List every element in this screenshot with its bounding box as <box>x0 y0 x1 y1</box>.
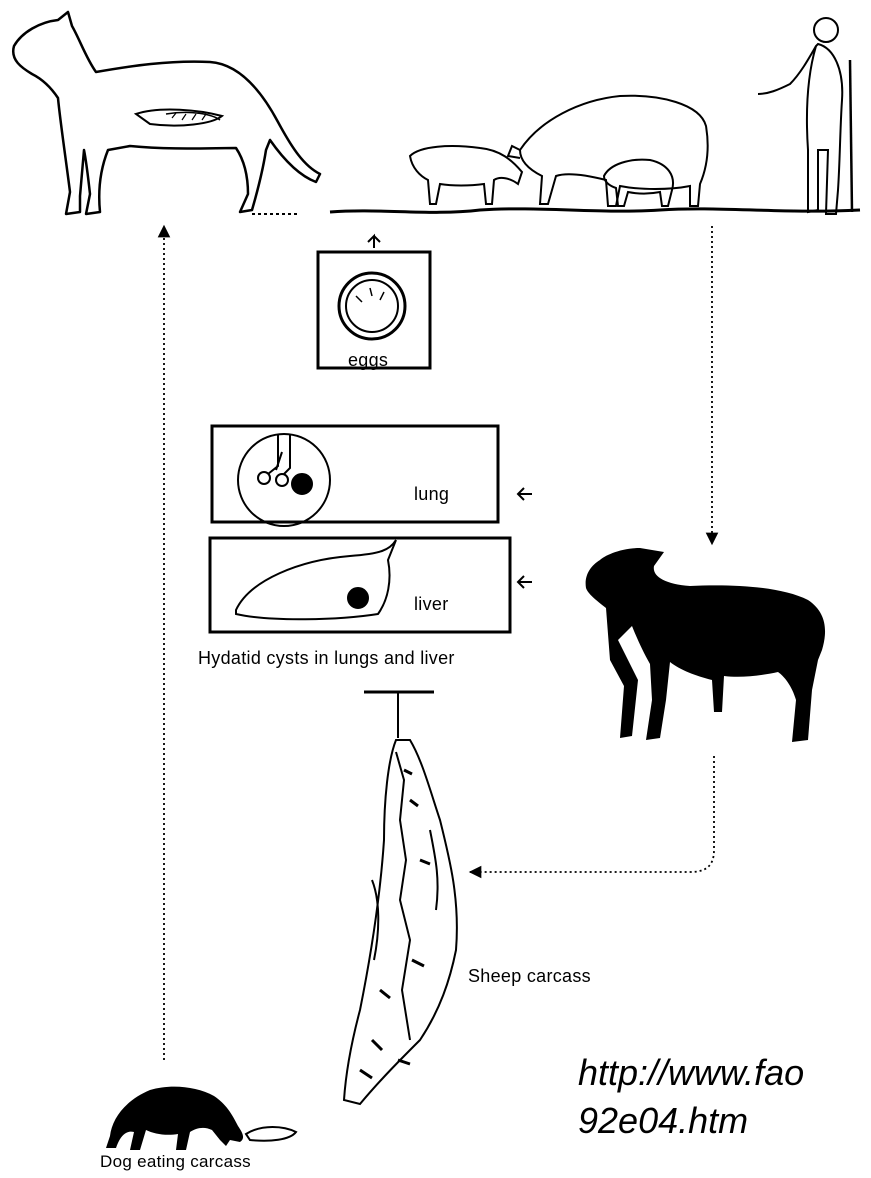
liver-arrow <box>518 576 532 588</box>
sheep-carcass-label: Sheep carcass <box>468 966 591 986</box>
tapeworm-icon <box>136 110 222 126</box>
source-url-line1: http://www.fao <box>578 1052 804 1094</box>
dog-icon <box>13 12 320 214</box>
eggs-label: eggs <box>348 350 388 370</box>
liver-label: liver <box>414 594 449 614</box>
black-sheep-icon <box>586 548 825 742</box>
egg-arrow-up <box>368 236 380 248</box>
liver-icon <box>236 540 396 619</box>
dog-eating-label: Dog eating carcass <box>100 1152 251 1172</box>
cysts-caption: Hydatid cysts in lungs and liver <box>198 648 455 668</box>
flow-line-sheep-to-carcass <box>470 756 714 872</box>
source-url-line2: 92e04.htm <box>578 1100 748 1142</box>
lung-arrow <box>518 488 532 500</box>
hanging-carcass-icon <box>344 740 457 1104</box>
cow-icon <box>508 96 708 206</box>
lung-box <box>212 426 498 522</box>
egg-icon <box>339 273 405 339</box>
dog-eating-icon <box>106 1087 296 1150</box>
shepherd-icon <box>758 18 852 214</box>
lung-label: lung <box>414 484 449 504</box>
pasture-ground <box>330 209 860 212</box>
lung-icon <box>238 434 330 526</box>
